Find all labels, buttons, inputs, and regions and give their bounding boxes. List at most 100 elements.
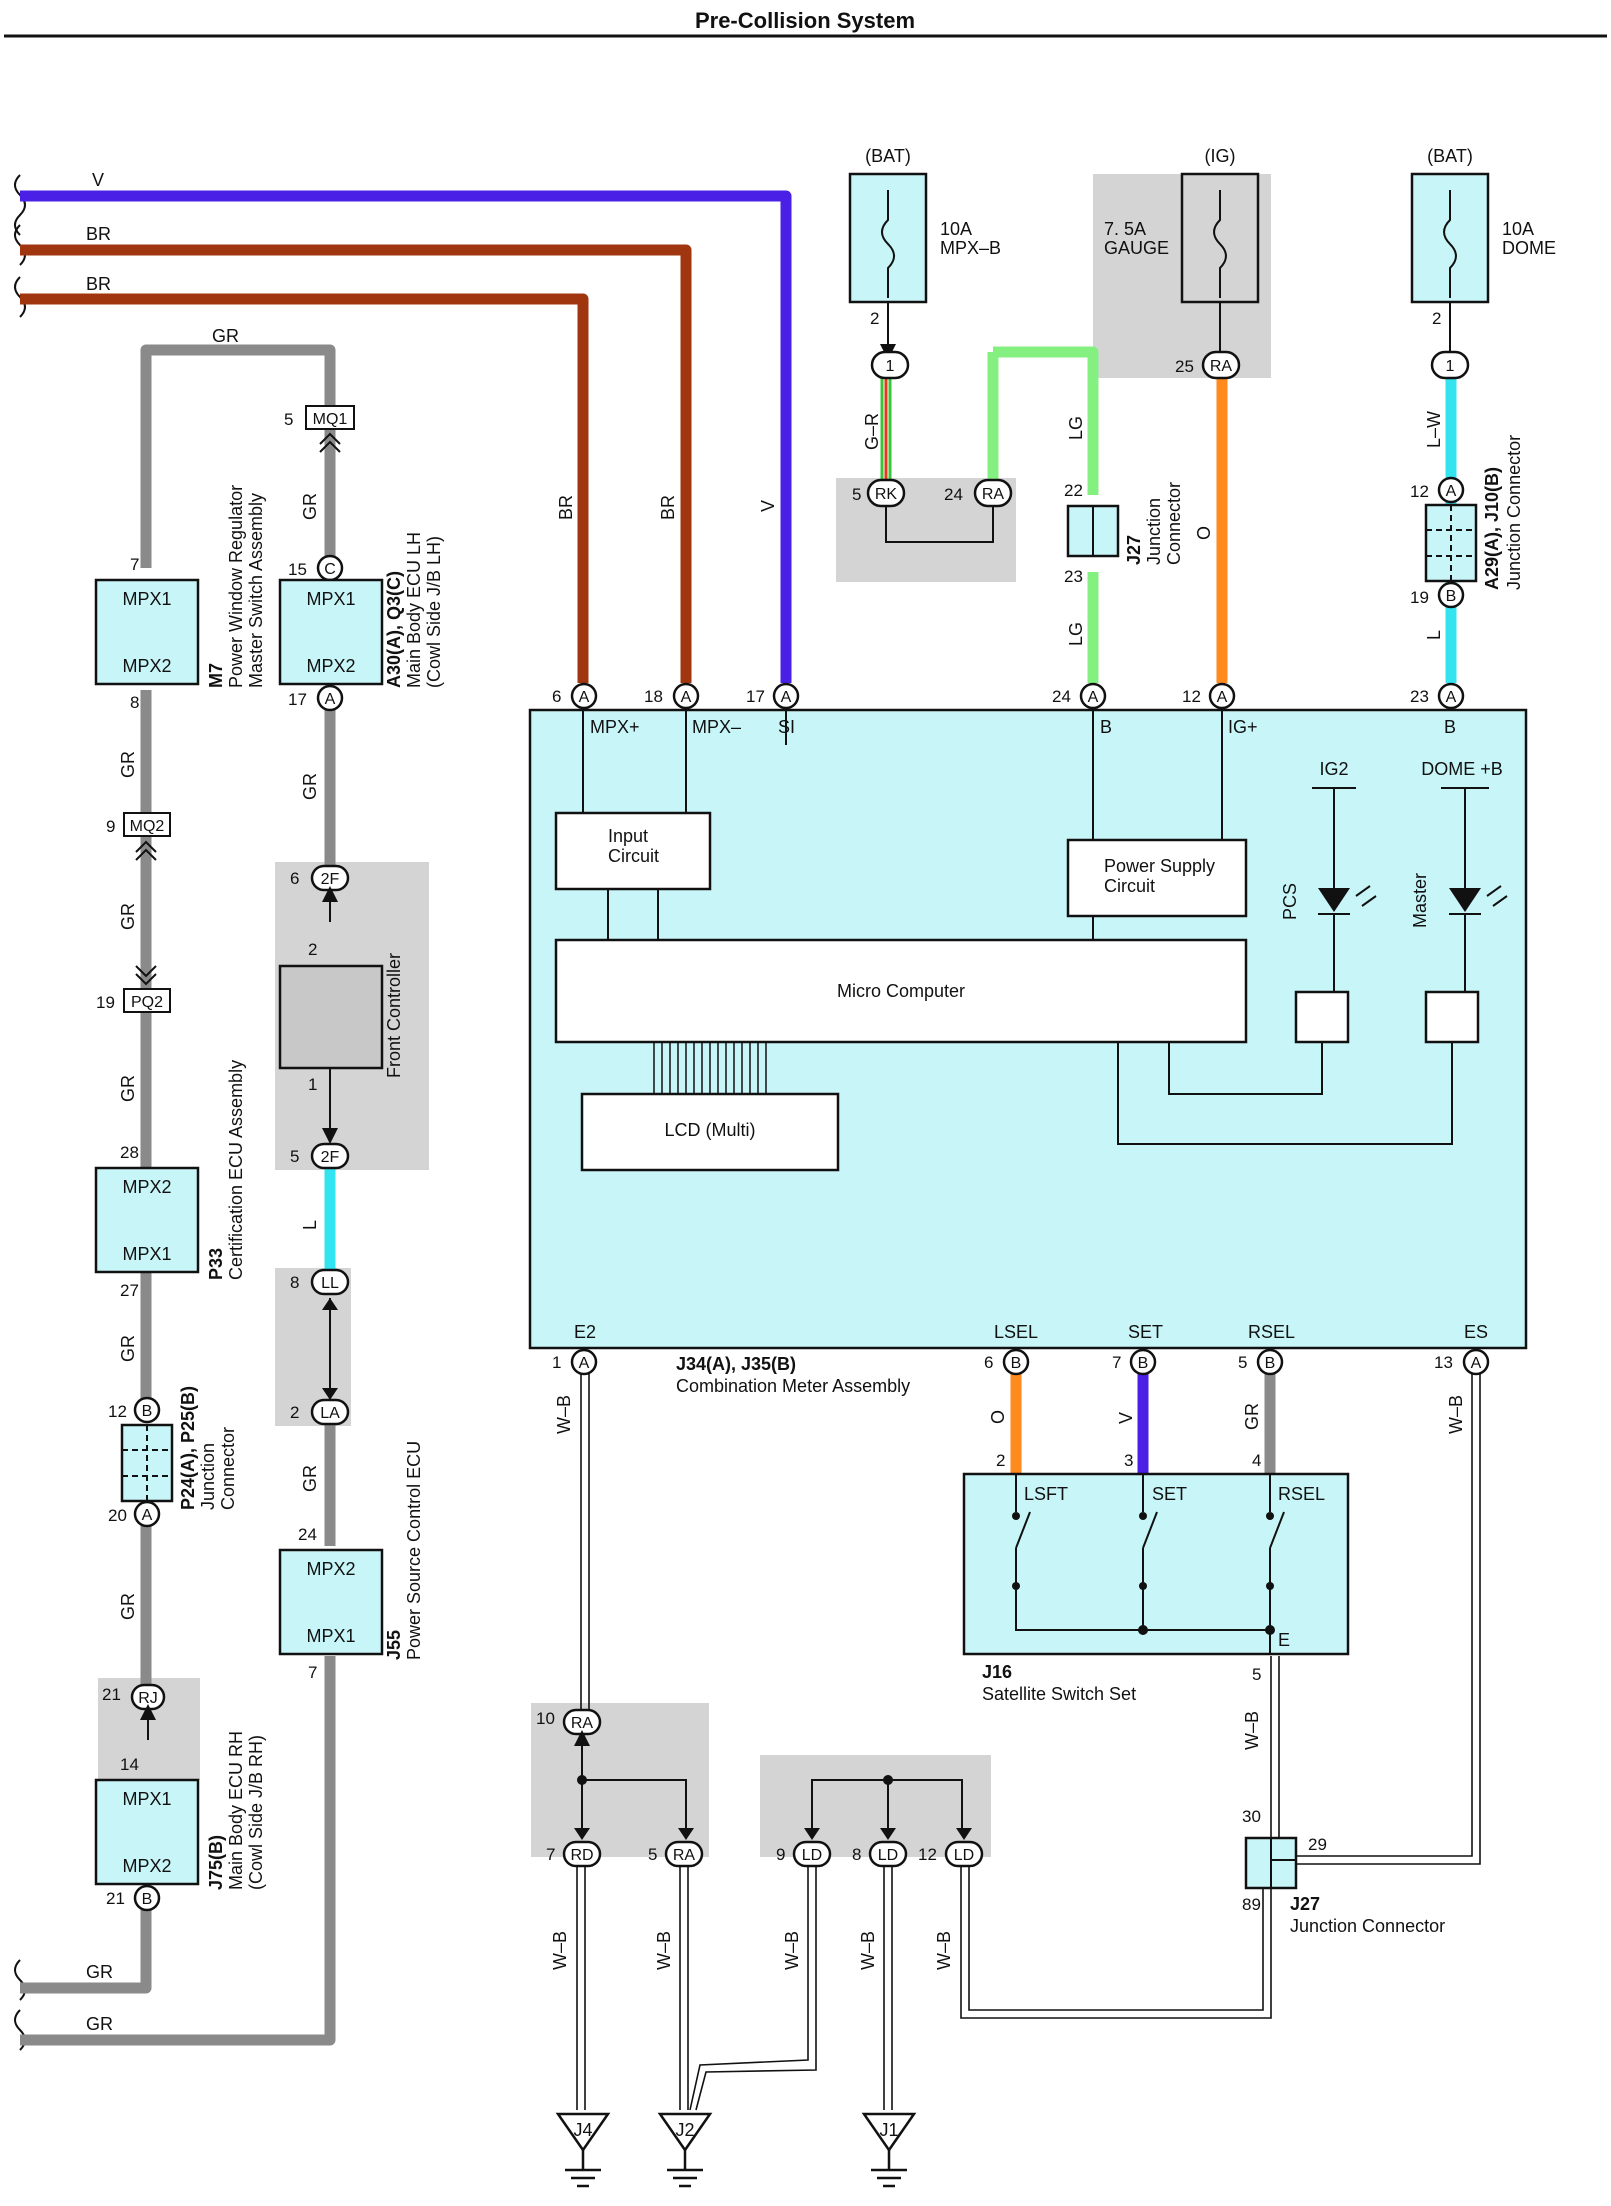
svg-text:E: E: [1278, 1630, 1290, 1650]
svg-text:LSFT: LSFT: [1024, 1484, 1068, 1504]
svg-text:GR: GR: [1242, 1403, 1262, 1430]
svg-text:IG+: IG+: [1228, 717, 1258, 737]
svg-text:5: 5: [284, 410, 293, 429]
svg-text:W–B: W–B: [1242, 1711, 1262, 1750]
svg-text:B: B: [1265, 1355, 1276, 1372]
svg-text:Input: Input: [608, 826, 648, 846]
svg-text:4: 4: [1252, 1451, 1261, 1470]
svg-text:3: 3: [1124, 1451, 1133, 1470]
m7-master-switch: 7 MPX1 MPX2 8 M7 Power Window Regulator …: [94, 485, 266, 712]
ra-rd-splice: 10 RA 7 RD 5 RA: [536, 1708, 704, 1868]
wires: [20, 190, 1457, 2046]
svg-text:A: A: [1446, 689, 1457, 706]
svg-text:A: A: [781, 689, 792, 706]
svg-text:12: 12: [918, 1845, 937, 1864]
svg-text:27: 27: [120, 1281, 139, 1300]
svg-text:30: 30: [1242, 1807, 1261, 1826]
svg-text:(IG): (IG): [1205, 146, 1236, 166]
svg-text:W–B: W–B: [782, 1931, 802, 1970]
svg-text:8: 8: [290, 1273, 299, 1292]
svg-text:V: V: [92, 170, 104, 190]
svg-text:J55: J55: [384, 1630, 404, 1660]
svg-text:(BAT): (BAT): [865, 146, 911, 166]
svg-text:6: 6: [290, 869, 299, 888]
svg-text:P24(A), P25(B): P24(A), P25(B): [178, 1386, 198, 1510]
svg-text:Connector: Connector: [218, 1427, 238, 1510]
svg-text:23: 23: [1410, 687, 1429, 706]
svg-text:GR: GR: [118, 1593, 138, 1620]
svg-text:Satellite Switch Set: Satellite Switch Set: [982, 1684, 1136, 1704]
svg-text:Main Body ECU RH: Main Body ECU RH: [226, 1731, 246, 1890]
j16-satellite-switch: 2 3 4 LSFT SET RSEL E 5 J16 Satellite Sw…: [962, 1451, 1350, 1704]
svg-text:24: 24: [298, 1525, 317, 1544]
svg-text:J27: J27: [1124, 535, 1144, 565]
svg-text:GR: GR: [118, 1335, 138, 1362]
svg-text:24: 24: [944, 485, 963, 504]
svg-text:B: B: [1446, 588, 1457, 605]
svg-text:21: 21: [106, 1889, 125, 1908]
svg-text:7: 7: [130, 555, 139, 574]
svg-text:A: A: [1088, 689, 1099, 706]
svg-text:18: 18: [644, 687, 663, 706]
svg-text:W–B: W–B: [858, 1931, 878, 1970]
svg-text:MPX+: MPX+: [590, 717, 640, 737]
svg-text:L: L: [1424, 630, 1444, 640]
svg-text:5: 5: [1252, 1665, 1261, 1684]
meter-code: J34(A), J35(B): [676, 1354, 796, 1374]
svg-text:O: O: [988, 1410, 1008, 1424]
svg-text:15: 15: [288, 560, 307, 579]
svg-text:G–R: G–R: [862, 413, 882, 450]
svg-text:RSEL: RSEL: [1278, 1484, 1325, 1504]
svg-text:10: 10: [536, 1709, 555, 1728]
svg-text:DOME +B: DOME +B: [1421, 759, 1503, 779]
svg-text:RA: RA: [1210, 358, 1233, 375]
j27-junction-top: 22 23 J27 Junction Connector: [1064, 481, 1184, 586]
wire-gr-top: [140, 344, 336, 568]
wire-br-1: [20, 244, 692, 683]
svg-text:MPX1: MPX1: [122, 589, 171, 609]
wire-gr-bottom-1: [20, 1898, 152, 1994]
svg-text:Junction: Junction: [198, 1443, 218, 1510]
ground-j1: J1: [861, 2112, 917, 2188]
svg-text:GAUGE: GAUGE: [1104, 238, 1169, 258]
a29-junction: A 12 B 19 A29(A), J10(B) Junction Connec…: [1410, 435, 1524, 609]
wire-br-2: [20, 293, 589, 683]
svg-text:W–B: W–B: [550, 1931, 570, 1970]
svg-text:E2: E2: [574, 1322, 596, 1342]
svg-text:GR: GR: [300, 773, 320, 800]
svg-text:(BAT): (BAT): [1427, 146, 1473, 166]
svg-text:9: 9: [776, 1845, 785, 1864]
svg-text:2F: 2F: [321, 871, 340, 888]
svg-text:(Cowl Side J/B LH): (Cowl Side J/B LH): [424, 536, 444, 688]
svg-text:12: 12: [1182, 687, 1201, 706]
svg-text:7: 7: [1112, 1353, 1121, 1372]
svg-text:J27: J27: [1290, 1894, 1320, 1914]
svg-text:A: A: [681, 689, 692, 706]
svg-text:20: 20: [108, 1506, 127, 1525]
svg-text:Junction Connector: Junction Connector: [1290, 1916, 1445, 1936]
svg-text:RJ: RJ: [138, 1690, 158, 1707]
svg-text:A: A: [579, 689, 590, 706]
svg-text:RSEL: RSEL: [1248, 1322, 1295, 1342]
svg-text:MPX–: MPX–: [692, 717, 741, 737]
svg-text:GR: GR: [300, 493, 320, 520]
combination-meter: A A A A A A 6 18 17 24 12 23 MPX+ MPX– S…: [528, 682, 1528, 1396]
svg-text:LD: LD: [878, 1847, 898, 1864]
fuse-gauge: (IG) 7. 5A GAUGE: [1104, 146, 1260, 352]
svg-text:B: B: [1138, 1355, 1149, 1372]
svg-text:14: 14: [120, 1755, 139, 1774]
svg-text:28: 28: [120, 1143, 139, 1162]
svg-text:MPX–B: MPX–B: [940, 238, 1001, 258]
svg-text:RD: RD: [570, 1847, 593, 1864]
svg-text:B: B: [142, 1403, 153, 1420]
svg-text:J16: J16: [982, 1662, 1012, 1682]
svg-text:5: 5: [852, 485, 861, 504]
wire-lg-top: [993, 346, 1099, 495]
svg-text:1: 1: [886, 358, 895, 375]
svg-text:9: 9: [106, 817, 115, 836]
front-controller: 2F 6 2 1 2F 5 Front Controller: [278, 864, 404, 1170]
svg-text:Power Source Control ECU: Power Source Control ECU: [404, 1441, 424, 1660]
p33-certification-ecu: 28 MPX2 MPX1 27 P33 Certification ECU As…: [94, 1060, 246, 1300]
wire-break-marks: [14, 174, 26, 2051]
j27-junction-bottom: 30 29 89 J27 Junction Connector: [1242, 1807, 1445, 1936]
